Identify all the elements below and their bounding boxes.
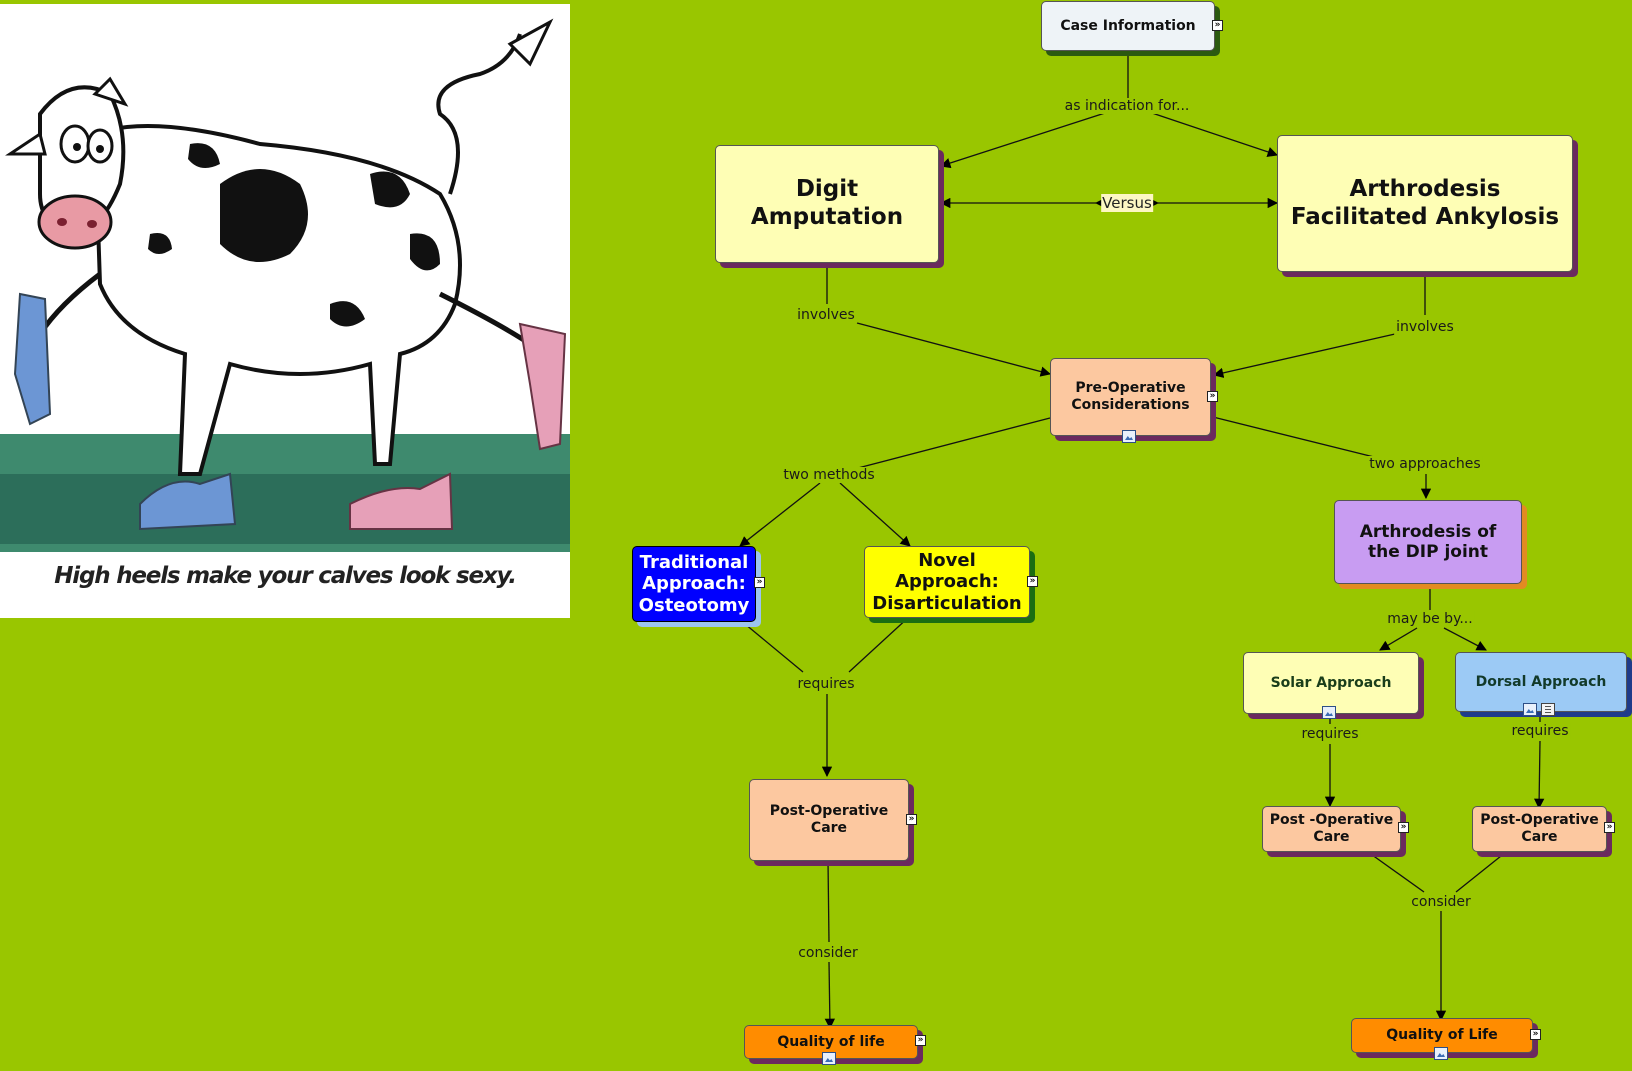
concept-label: Novel Approach: Disarticulation [872, 549, 1022, 614]
link-may-be-by: may be by... [1385, 611, 1475, 627]
concept-label: Quality of Life [1386, 1027, 1498, 1044]
link-line [1151, 112, 1278, 157]
concept-post-operative-care-dorsal[interactable]: Post-Operative Care [1472, 806, 1607, 852]
image-resource-icon[interactable] [1122, 430, 1136, 443]
concept-pre-operative-considerations[interactable]: Pre-Operative Considerations [1050, 358, 1211, 436]
link-two-methods: two methods [781, 467, 877, 483]
link-line [744, 623, 804, 673]
document-resource-icon[interactable] [1541, 703, 1555, 716]
link-line [827, 860, 830, 943]
concept-label: Solar Approach [1270, 674, 1392, 691]
image-resource-icon[interactable] [1434, 1047, 1448, 1060]
concept-post-operative-care-solar[interactable]: Post -Operative Care [1262, 806, 1401, 852]
link-line [848, 615, 911, 673]
link-versus: Versus [1101, 194, 1153, 212]
double-chevron-right-icon[interactable]: » [1604, 822, 1615, 833]
link-consider-left: consider [796, 945, 860, 961]
double-chevron-right-icon[interactable]: » [915, 1035, 926, 1046]
cartoon-caption: High heels make your calves look sexy. [54, 563, 517, 589]
concept-label: Post -Operative Care [1269, 812, 1394, 845]
link-requires-solar: requires [1299, 726, 1361, 742]
concept-label: Pre-Operative Considerations [1071, 380, 1190, 413]
link-line [856, 322, 1052, 377]
link-line [839, 482, 911, 547]
concept-label: Digit Amputation [750, 176, 904, 230]
link-consider-right: consider [1409, 894, 1473, 910]
link-requires-dorsal: requires [1509, 723, 1571, 739]
concept-label: Post-Operative Care [769, 803, 889, 836]
image-resource-icon[interactable] [822, 1052, 836, 1065]
double-chevron-right-icon[interactable]: » [1207, 391, 1218, 402]
image-resource-icon[interactable] [1523, 703, 1537, 716]
link-line [1212, 416, 1379, 459]
link-involves-right: involves [1394, 319, 1456, 335]
link-line [940, 112, 1106, 169]
link-line [1455, 851, 1507, 893]
double-chevron-right-icon[interactable]: » [1212, 20, 1223, 31]
concept-novel-approach[interactable]: Novel Approach: Disarticulation [864, 546, 1030, 618]
link-line [857, 417, 1051, 469]
link-line [1533, 740, 1545, 810]
link-requires-left: requires [795, 676, 857, 692]
link-line [1379, 627, 1418, 651]
concept-label: Dorsal Approach [1475, 673, 1607, 690]
link-line [1443, 627, 1487, 651]
concept-arthrodesis-ankylosis[interactable]: Arthrodesis Facilitated Ankylosis [1277, 135, 1573, 272]
concept-post-operative-care-left[interactable]: Post-Operative Care [749, 779, 909, 861]
link-involves-left: involves [795, 307, 857, 323]
concept-label: Case Information [1060, 17, 1196, 34]
concept-arthrodesis-dip-joint[interactable]: Arthrodesis of the DIP joint [1334, 500, 1522, 584]
link-line [824, 961, 836, 1030]
link-as-indication: as indication for... [1062, 98, 1192, 114]
link-line [1212, 333, 1396, 379]
concept-label: Traditional Approach: Osteotomy [638, 551, 750, 616]
cow-cartoon-image: High heels make your calves look sexy. [0, 4, 570, 618]
concept-digit-amputation[interactable]: Digit Amputation [715, 145, 939, 263]
concept-traditional-approach[interactable]: Traditional Approach: Osteotomy [632, 546, 756, 622]
concept-dorsal-approach[interactable]: Dorsal Approach [1455, 652, 1627, 712]
double-chevron-right-icon[interactable]: » [754, 577, 765, 588]
concept-case-information[interactable]: Case Information [1041, 1, 1215, 51]
link-line [739, 482, 821, 547]
double-chevron-right-icon[interactable]: » [906, 814, 917, 825]
link-two-approaches: two approaches [1367, 456, 1483, 472]
double-chevron-right-icon[interactable]: » [1398, 822, 1409, 833]
concept-label: Arthrodesis of the DIP joint [1359, 521, 1497, 562]
link-line [1367, 851, 1425, 893]
concept-solar-approach[interactable]: Solar Approach [1243, 652, 1419, 714]
concept-label: Quality of life [777, 1033, 885, 1050]
double-chevron-right-icon[interactable]: » [1027, 576, 1038, 587]
double-chevron-right-icon[interactable]: » [1530, 1029, 1541, 1040]
cow-illustration [0, 4, 570, 552]
concept-label: Arthrodesis Facilitated Ankylosis [1290, 175, 1560, 230]
image-resource-icon[interactable] [1322, 706, 1336, 719]
concept-label: Post-Operative Care [1480, 812, 1599, 845]
